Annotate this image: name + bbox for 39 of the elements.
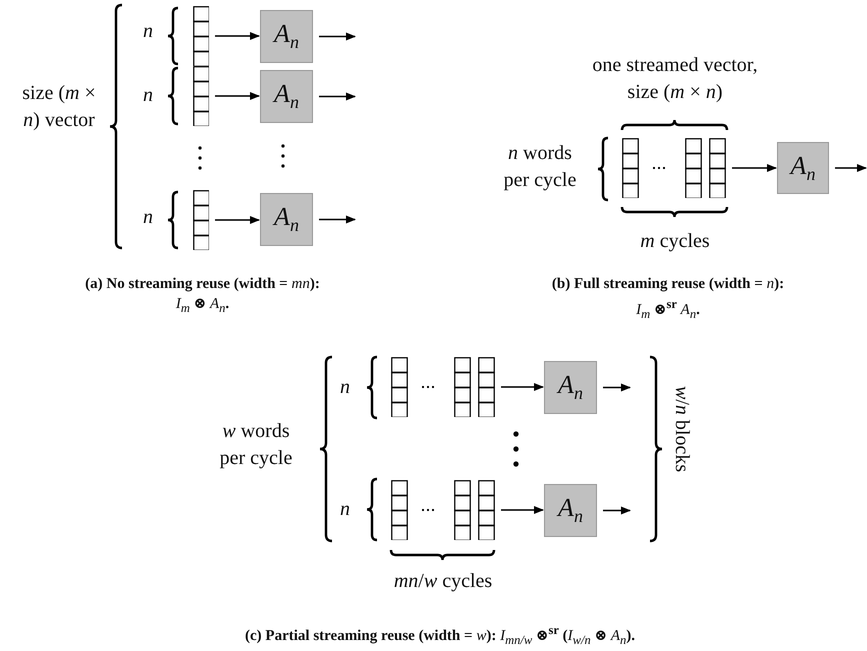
function-block: A$_{n}$ (260, 70, 313, 123)
dimension-label: n (142, 205, 154, 230)
arrow (319, 92, 356, 100)
vector-drawing (193, 66, 209, 126)
arrow (319, 216, 356, 224)
vector-drawing (391, 357, 495, 417)
arrow (732, 164, 777, 172)
arrow (215, 32, 260, 40)
words-per-cycle-label: w words per cycle (218, 419, 294, 471)
words-per-cycle-label: n words per cycle (502, 141, 578, 193)
function-block: A$_{n}$ (260, 193, 313, 246)
dimension-label: n (142, 83, 154, 108)
blocks-label: w/n blocks (670, 386, 694, 472)
arrow (603, 506, 631, 514)
dimension-label: n (339, 497, 351, 522)
vector-size-label: one streamed vector, size (m × n) (591, 53, 759, 105)
caption: (b) Full streaming reuse (width = n): I$_{m}$ ⊗$^{sr}$ A$_{n}$. (550, 275, 786, 323)
arrow (835, 164, 867, 172)
cycles-label: mn/w cycles (392, 569, 494, 594)
function-block: A$_{n}$ (544, 361, 597, 414)
dimension-label: n (339, 375, 351, 400)
caption: (a) No streaming reuse (width = mn): I$_{m}$ ⊗ A$_{n}$. (84, 275, 321, 317)
cycles-label: m cycles (639, 229, 711, 254)
vector-drawing (391, 480, 495, 540)
arrow (215, 92, 260, 100)
function-block: A$_{n}$ (777, 142, 829, 194)
arrow (603, 384, 631, 392)
arrow (501, 383, 544, 391)
arrow (319, 32, 356, 40)
caption: (c) Partial streaming reuse (width = w): I$_{mn/w}$ ⊗$^{sr}$ (I$_{w/n}$ ⊗ A$_{n}$). (244, 622, 636, 649)
vector-drawing (622, 138, 726, 198)
function-block: A$_{n}$ (260, 10, 313, 63)
arrow (215, 216, 260, 224)
dimension-label: n (142, 19, 154, 44)
vector-drawing (193, 6, 209, 66)
arrow (501, 506, 544, 514)
function-block: A$_{n}$ (544, 484, 597, 537)
vector-size-label: size (m × n) vector (21, 81, 97, 133)
vector-drawing (193, 190, 209, 250)
